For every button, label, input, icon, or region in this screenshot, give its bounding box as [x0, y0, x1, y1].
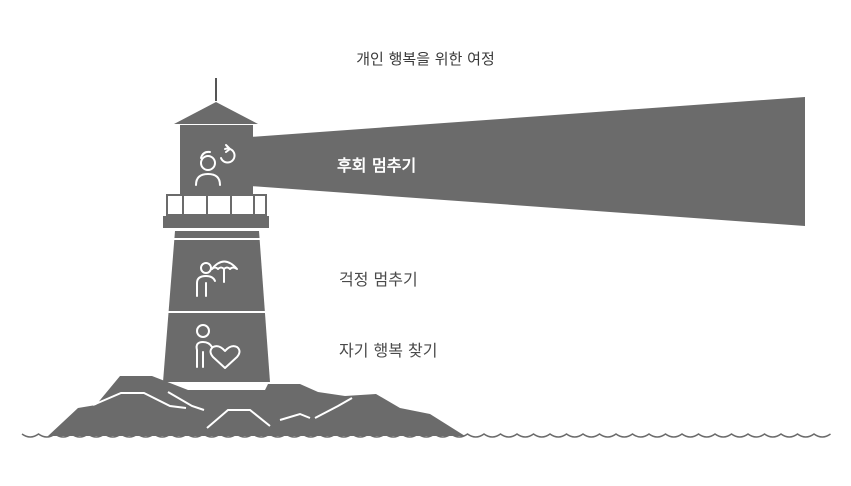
label-find-happiness: 자기 행복 찾기 — [339, 341, 438, 360]
person-with-arrow-cycle-icon — [195, 144, 236, 186]
label-stop-worry: 걱정 멈추기 — [339, 270, 418, 289]
lamp-room — [180, 125, 253, 194]
gallery-railing — [166, 194, 267, 216]
page-title: 개인 행복을 위한 여정 — [356, 50, 495, 68]
sea-waves — [21, 433, 831, 438]
lighthouse-tower — [163, 231, 270, 382]
label-stop-regret: 후회 멈추기 — [337, 156, 417, 175]
person-with-heart-icon — [195, 324, 241, 369]
rocks — [48, 376, 465, 436]
lighthouse-roof — [174, 102, 258, 124]
light-beam — [250, 97, 805, 226]
gallery-deck — [163, 216, 269, 228]
person-with-umbrella-icon — [196, 260, 238, 297]
